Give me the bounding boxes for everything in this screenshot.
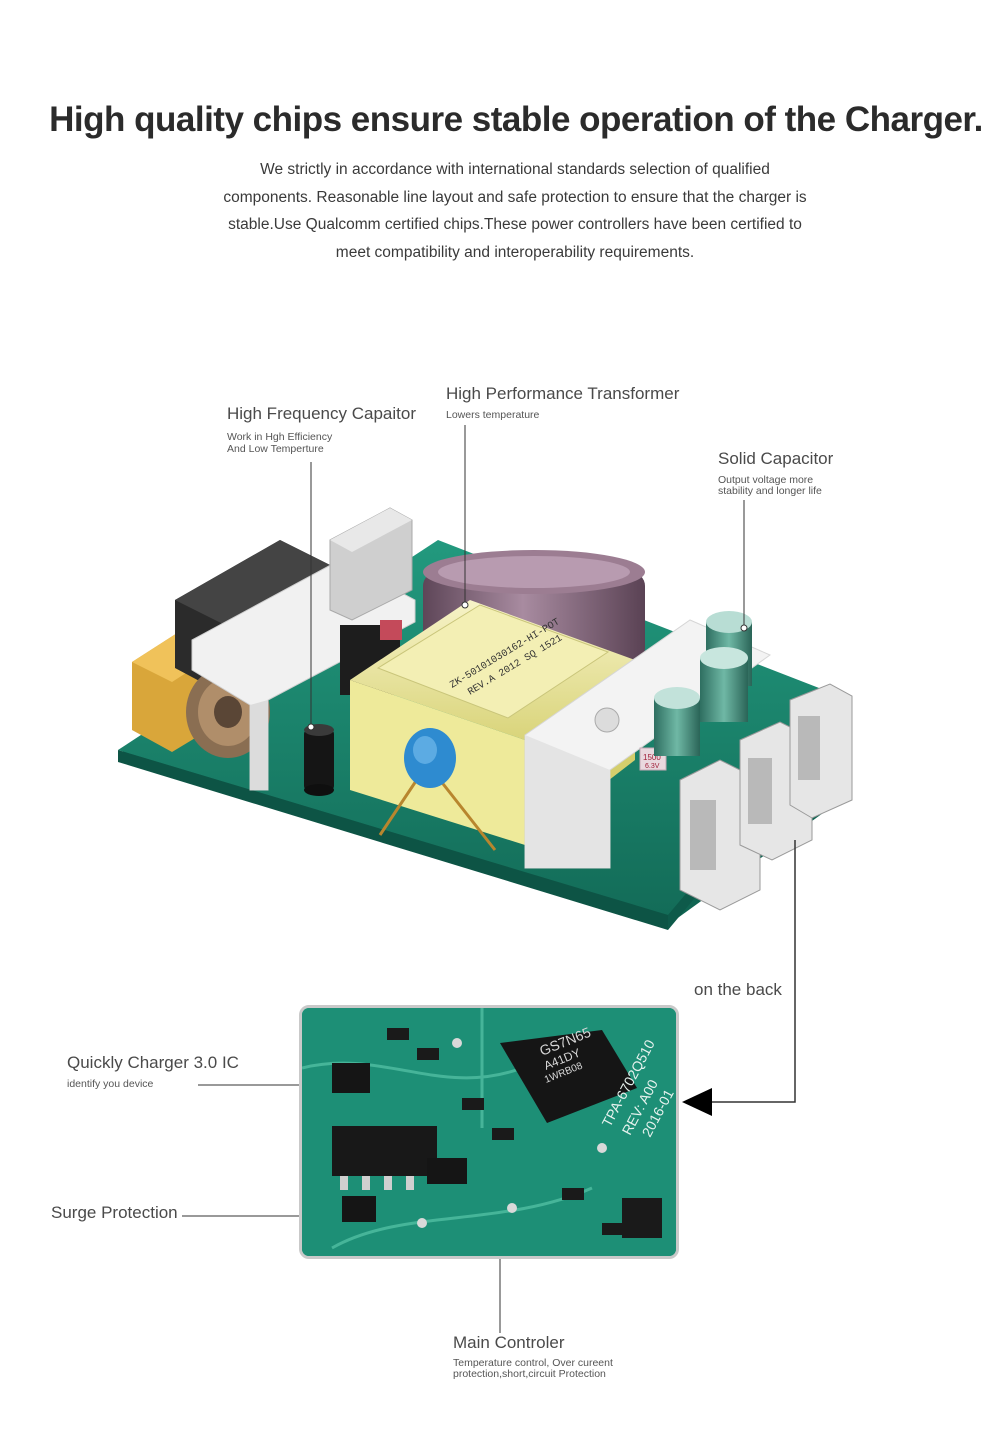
callout-main-controller: Main Controler Temperature control, Over…: [453, 1333, 613, 1380]
solid-capacitors: [654, 611, 752, 756]
callout-subtitle: Output voltage more: [718, 474, 814, 486]
metal-component: [329, 507, 413, 621]
callout-subtitle: stability and longer life: [718, 485, 822, 497]
callout-solid-capacitor: Solid Capacitor Output voltage more stab…: [718, 449, 833, 497]
callout-surge-protection: Surge Protection: [51, 1203, 178, 1223]
callout-transformer: High Performance Transformer Lowers temp…: [446, 384, 679, 421]
back-side-pcb: GS7N65 A41DY 1WRB08 TPA-6702Q510 REV: A0…: [302, 1008, 676, 1256]
callout-on-the-back: on the back: [694, 980, 782, 1000]
callout-subtitle: Lowers temperature: [446, 409, 540, 421]
back-side-inset: GS7N65 A41DY 1WRB08 TPA-6702Q510 REV: A0…: [299, 1005, 679, 1259]
callout-quick-charge-ic: Quickly Charger 3.0 IC identify you devi…: [67, 1053, 239, 1090]
page-title: High quality chips ensure stable operati…: [49, 100, 983, 139]
cap-rating-2: 6.3V: [645, 763, 660, 770]
callout-high-frequency-capacitor: High Frequency Capaitor Work in Hgh Effi…: [227, 404, 416, 455]
callout-title: Main Controler: [453, 1333, 565, 1352]
intro-line: stable.Use Qualcomm certified chips.Thes…: [228, 216, 802, 233]
intro-line: components. Reasonable line layout and s…: [223, 188, 807, 206]
cap-rating-1: 1500: [643, 753, 661, 762]
intro-line: meet compatibility and interoperability …: [335, 243, 695, 261]
back-arrow-icon: [682, 1088, 712, 1116]
callout-title: Solid Capacitor: [718, 449, 834, 468]
callout-title: on the back: [694, 980, 782, 999]
callout-title: High Performance Transformer: [446, 384, 680, 403]
callout-subtitle: identify you device: [67, 1078, 154, 1090]
callout-title: Surge Protection: [51, 1203, 178, 1222]
smd-parts: 1500 6.3V: [594, 707, 667, 771]
intro-line: We strictly in accordance with internati…: [260, 161, 770, 178]
y-capacitor: [378, 728, 497, 851]
callout-subtitle: Temperature control, Over cureent: [453, 1357, 613, 1369]
small-capacitor: [304, 724, 334, 796]
callout-title: Quickly Charger 3.0 IC: [67, 1053, 239, 1072]
callout-subtitle: And Low Temperture: [227, 443, 324, 455]
intro-paragraph: We strictly in accordance with internati…: [170, 156, 860, 266]
callout-subtitle: protection,short,circuit Protection: [453, 1368, 606, 1380]
white-bracket-left: [191, 559, 416, 791]
callout-title: High Frequency Capaitor: [227, 404, 416, 423]
callout-subtitle: Work in Hgh Efficiency: [227, 431, 333, 443]
usb-ports: [679, 683, 853, 911]
